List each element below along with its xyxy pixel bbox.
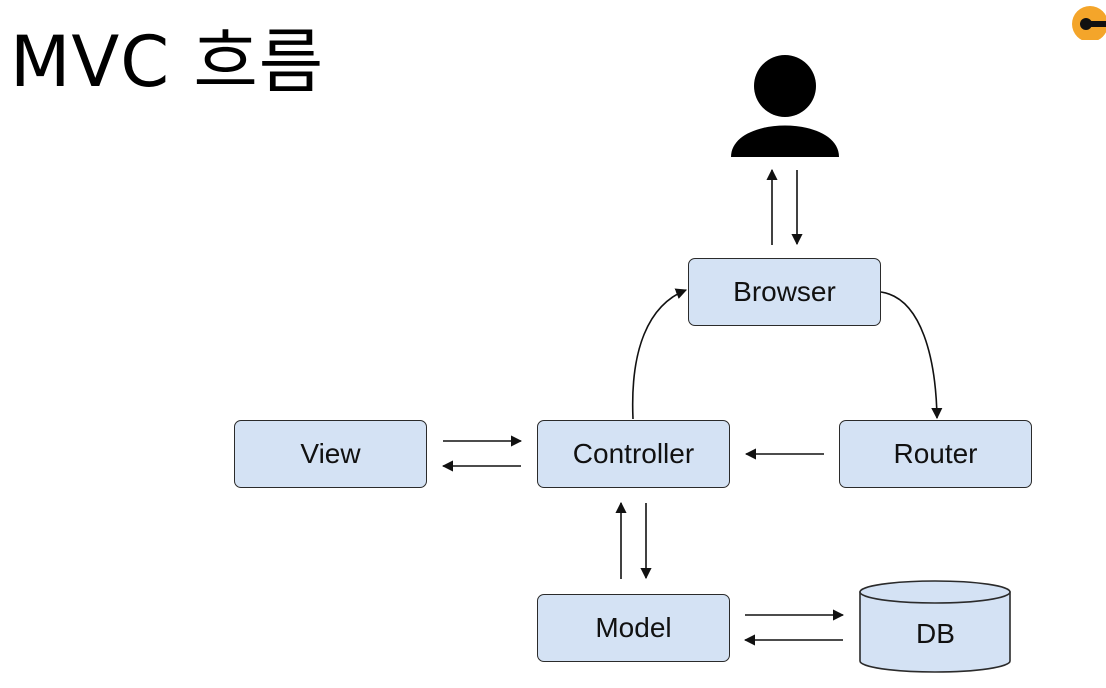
page-title: MVC 흐름: [10, 21, 325, 103]
controller-node: Controller: [537, 420, 730, 488]
view-label: View: [300, 438, 361, 469]
db-node: DB: [860, 612, 1011, 656]
logo-icon: [1072, 6, 1106, 40]
browser-label: Browser: [733, 276, 836, 307]
browser-node: Browser: [688, 258, 881, 326]
db-label: DB: [916, 618, 955, 649]
user-icon: [731, 55, 839, 157]
router-label: Router: [893, 438, 978, 469]
model-node: Model: [537, 594, 730, 662]
arrow-controller-to-browser: [631, 288, 688, 420]
arrow-browser-to-router: [880, 291, 943, 420]
controller-label: Controller: [572, 438, 695, 469]
router-node: Router: [839, 420, 1032, 488]
model-label: Model: [595, 612, 672, 643]
database-icon: [859, 580, 1011, 673]
view-node: View: [234, 420, 427, 488]
